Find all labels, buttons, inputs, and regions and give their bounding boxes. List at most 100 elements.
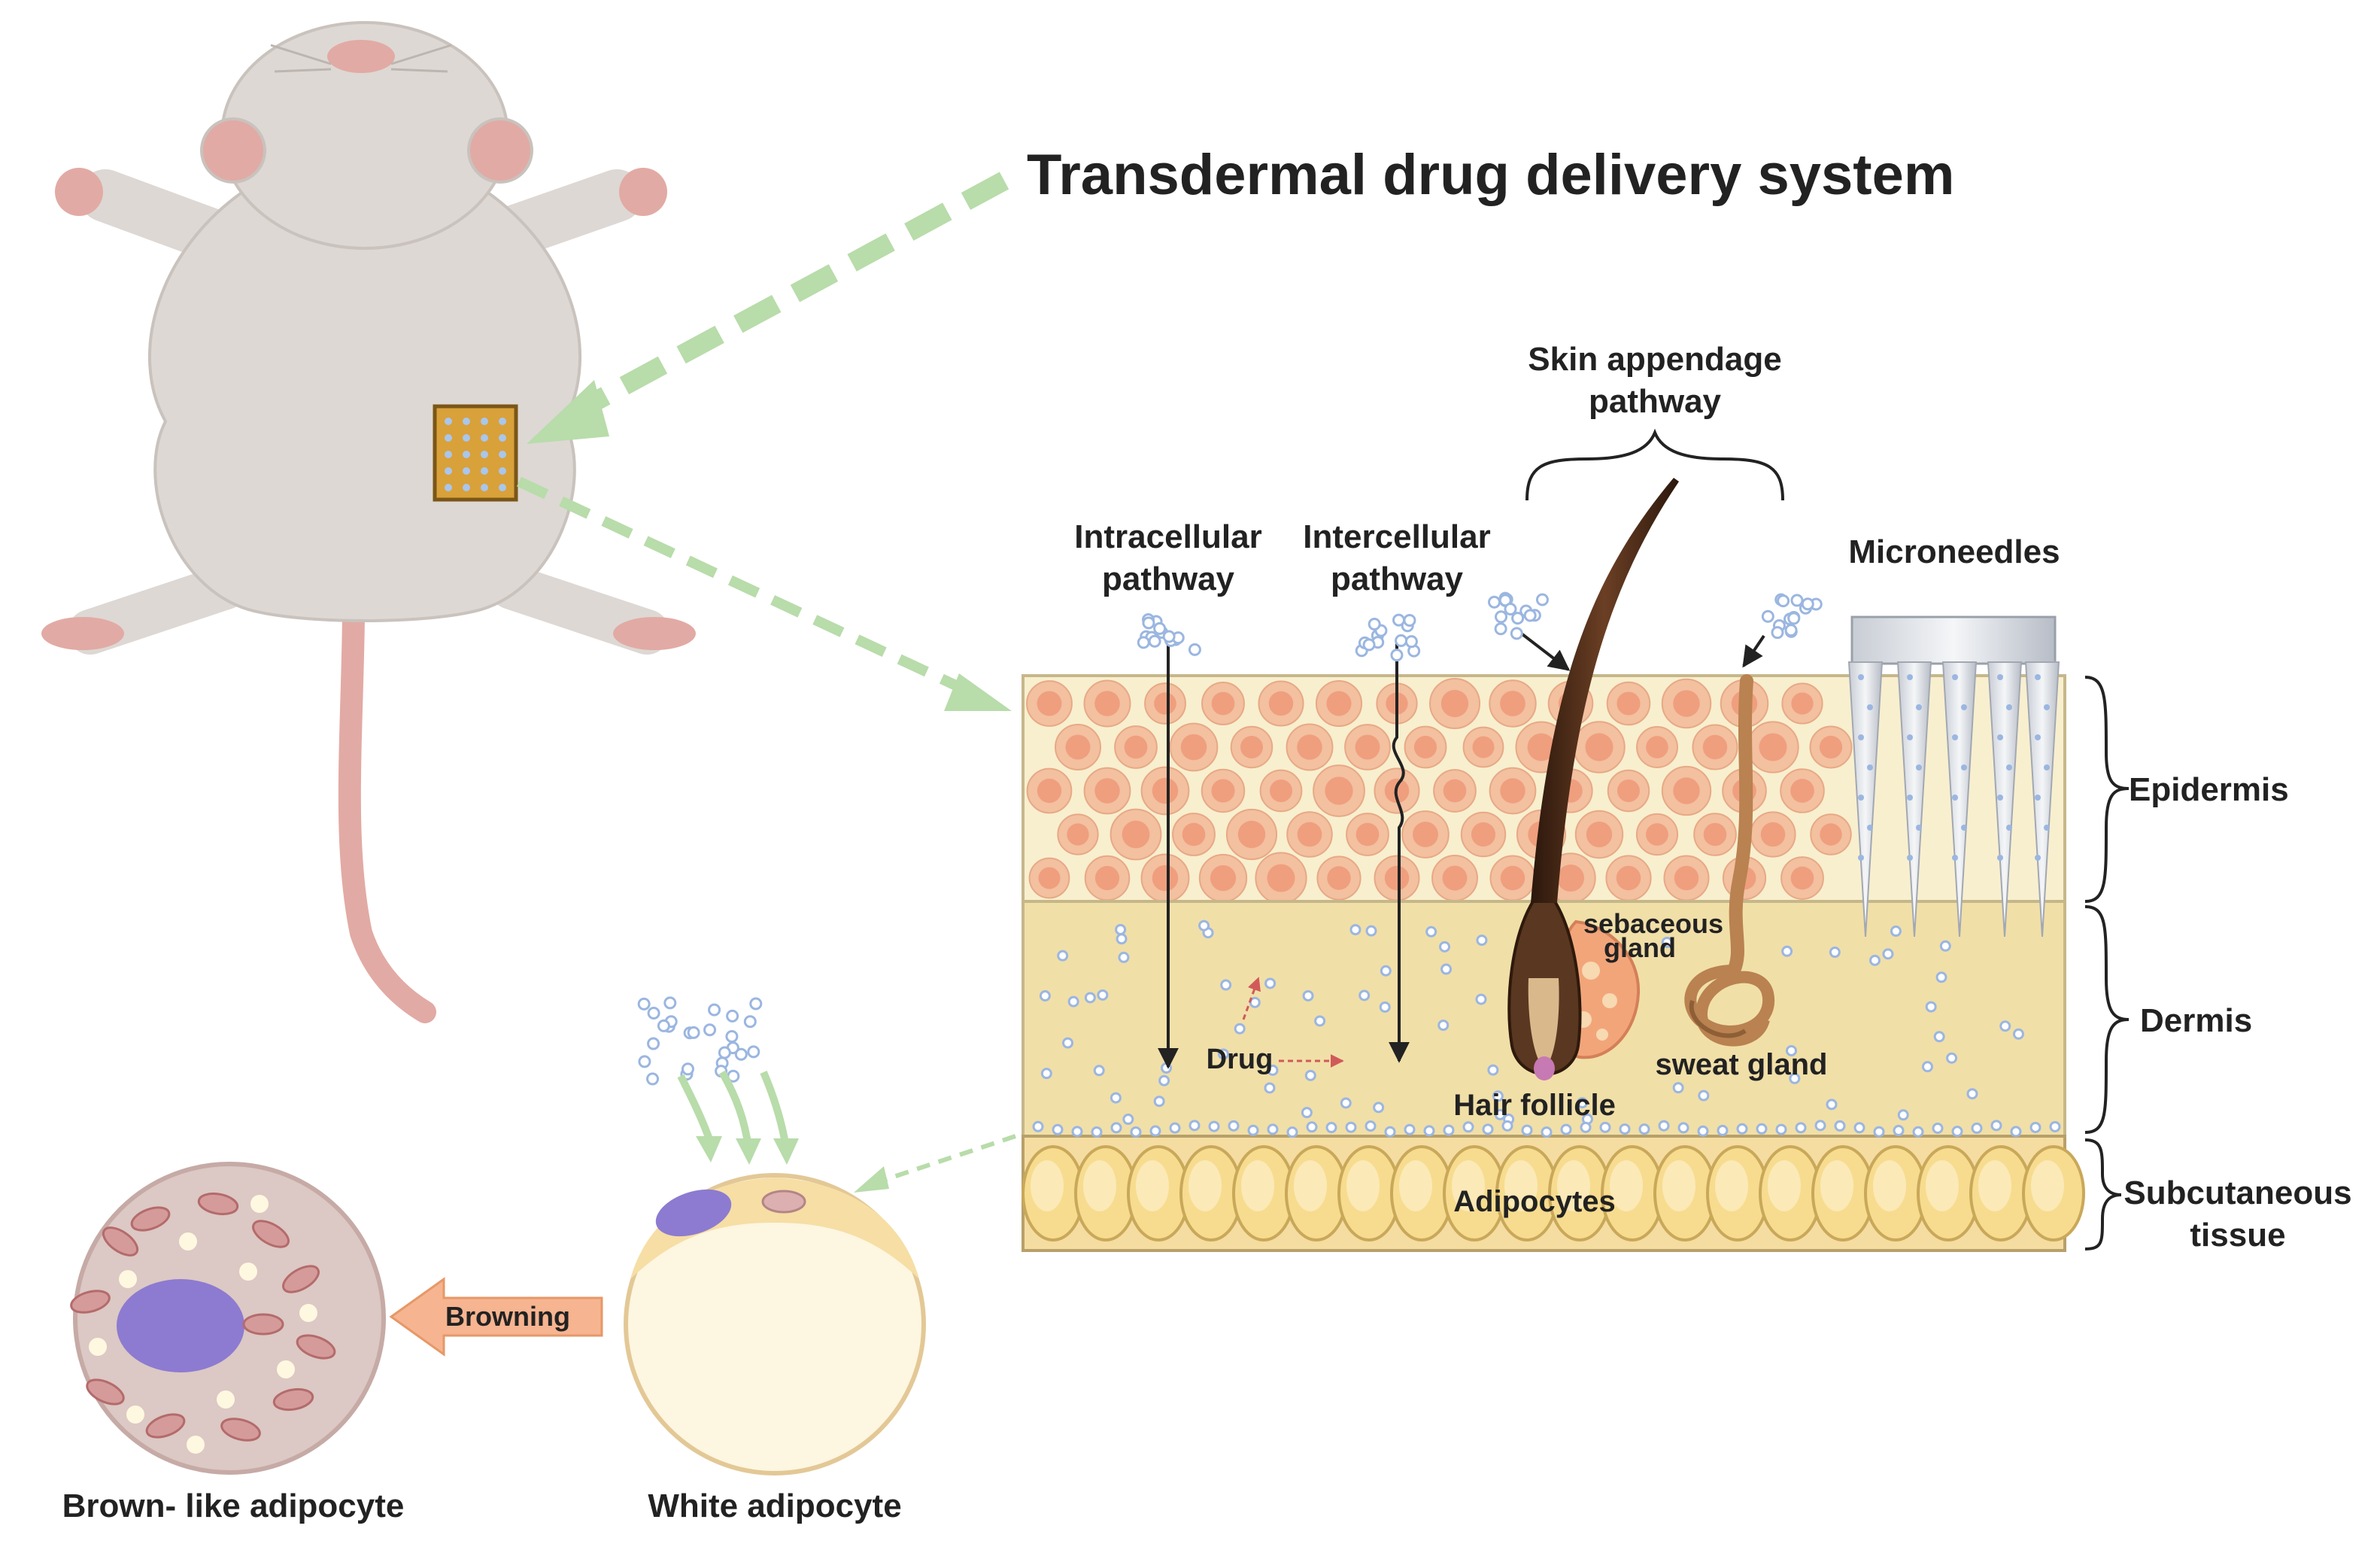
mouse-illustration <box>41 21 696 1023</box>
epidermis-cell-core <box>1702 734 1728 760</box>
epidermis-cell-core <box>1500 691 1525 716</box>
dermis-drug-dot <box>1217 1048 1229 1060</box>
border-drug-dot <box>1286 1126 1298 1138</box>
patch-dot <box>445 418 452 425</box>
border-drug-dot <box>1501 1120 1513 1132</box>
sebaceous-label-line2: gland <box>1604 932 1676 963</box>
border-drug-dot <box>1736 1123 1748 1135</box>
drug-dot <box>749 997 763 1010</box>
lipid-droplet <box>277 1360 295 1378</box>
epidermis-cell-core <box>1038 867 1061 889</box>
patch-dot <box>499 451 506 458</box>
dermis-drug-dot <box>1115 923 1127 935</box>
border-drug-dot <box>1971 1122 1983 1134</box>
epidermis-cell-core <box>1094 865 1120 891</box>
patch-dot <box>481 451 488 458</box>
border-drug-dot <box>1149 1125 1161 1137</box>
epidermis-cell-core <box>1152 865 1179 892</box>
epidermis-cell-core <box>1154 692 1176 715</box>
dermis-drug-dot <box>1057 950 1069 962</box>
drug-dot <box>1535 593 1549 606</box>
mitochondrion <box>282 1265 320 1293</box>
patch-dot <box>445 484 452 491</box>
microneedle-drug-dot <box>1858 795 1864 801</box>
dermis-drug-dot <box>1304 1069 1316 1081</box>
epidermis-cell-core <box>1819 735 1843 759</box>
border-drug-dot <box>1267 1123 1279 1135</box>
fat-cell-highlight <box>1346 1160 1380 1211</box>
border-drug-dot <box>1032 1120 1044 1132</box>
mitochondrion <box>70 1290 111 1314</box>
epidermis-cell-core <box>1122 820 1150 849</box>
drug-dot <box>657 1019 670 1032</box>
patch-dot <box>463 451 470 458</box>
epidermis-cell-core <box>1384 865 1410 891</box>
drug-dot <box>637 997 651 1010</box>
border-drug-dot <box>1912 1126 1924 1138</box>
mitochondrion <box>86 1378 125 1406</box>
dermis-drug-dot <box>1476 935 1488 947</box>
dermal-papilla <box>1534 1056 1555 1080</box>
drug-dot <box>1787 612 1801 625</box>
mouse-right-ear <box>467 117 533 184</box>
microneedles <box>1847 615 2060 938</box>
skin-appendage-label-line1: Skin appendage <box>1528 341 1781 378</box>
epidermis-cell-core <box>1326 691 1352 716</box>
patch-dot <box>481 467 488 475</box>
dermis-drug-dot <box>1349 924 1362 936</box>
border-drug-dot <box>1306 1121 1318 1133</box>
microneedle-drug-dot <box>2044 704 2050 710</box>
microneedle-drug-dot <box>1997 674 2003 680</box>
drug-dot <box>1162 630 1176 643</box>
drug-dot <box>1771 626 1784 640</box>
dermis-drug-dot <box>1935 971 1947 983</box>
microneedle-drug-dot <box>2044 825 2050 831</box>
dermis-drug-dot <box>1198 919 1210 931</box>
microneedle-drug-dot <box>1907 674 1913 680</box>
epidermis-cell-core <box>1673 777 1700 804</box>
brown-adipocyte-nucleus <box>117 1279 244 1372</box>
epidermis-cell-core <box>1500 778 1525 804</box>
border-drug-dot <box>1404 1123 1416 1135</box>
sweat-gland <box>1684 674 1775 1047</box>
drug-dot <box>638 1055 651 1068</box>
border-drug-dot <box>1423 1125 1435 1137</box>
dermis-drug-dot <box>1358 989 1371 1001</box>
epidermis-cell-core <box>1616 865 1641 891</box>
dermis-drug-dot <box>1039 990 1051 1002</box>
patch-dot <box>499 484 506 491</box>
dermis-drug-dot <box>1439 941 1451 953</box>
drug-dot <box>1494 622 1507 636</box>
drug-dot <box>1495 610 1508 624</box>
dermis-drug-dot <box>1067 995 1079 1007</box>
border-drug-dot <box>1795 1122 1807 1134</box>
mitochondrion <box>242 1313 284 1336</box>
epidermis-cell-core <box>1269 779 1293 803</box>
drug-dot <box>725 1030 739 1044</box>
drug-dot <box>1362 638 1376 652</box>
border-drug-dot <box>1560 1123 1572 1135</box>
epidermis-cell-core <box>1791 692 1814 715</box>
microneedle-drug-dot <box>1858 855 1864 861</box>
epidermis-cell-core <box>1500 865 1525 891</box>
drug-dot <box>1801 597 1814 611</box>
drug-dot <box>687 1026 700 1039</box>
dermis-drug-dots <box>1039 919 2024 1126</box>
drug-dot <box>1790 594 1804 607</box>
fat-cell-highlight <box>1926 1160 1959 1211</box>
epidermis-cell-core <box>1586 821 1613 848</box>
dermis-drug-dot <box>1302 989 1314 1001</box>
epidermis-cell-core <box>1472 736 1495 758</box>
appendage-arrow-sweat <box>1742 634 1765 668</box>
dermis-drug-dot <box>1365 925 1377 937</box>
patch-dot <box>463 484 470 491</box>
drug-dot <box>1511 612 1525 625</box>
dermis-drug-dot <box>1440 963 1453 975</box>
mouse-whiskers <box>270 44 452 73</box>
drug-arrow-up <box>1242 977 1261 1020</box>
microneedle-drug-dot <box>2006 704 2012 710</box>
dermis-drug-dot <box>1373 1102 1385 1114</box>
dermis-brace <box>2084 905 2130 1134</box>
dermis-drug-dot <box>1264 977 1277 989</box>
hair-follicle-label: Hair follicle <box>1453 1089 1616 1122</box>
